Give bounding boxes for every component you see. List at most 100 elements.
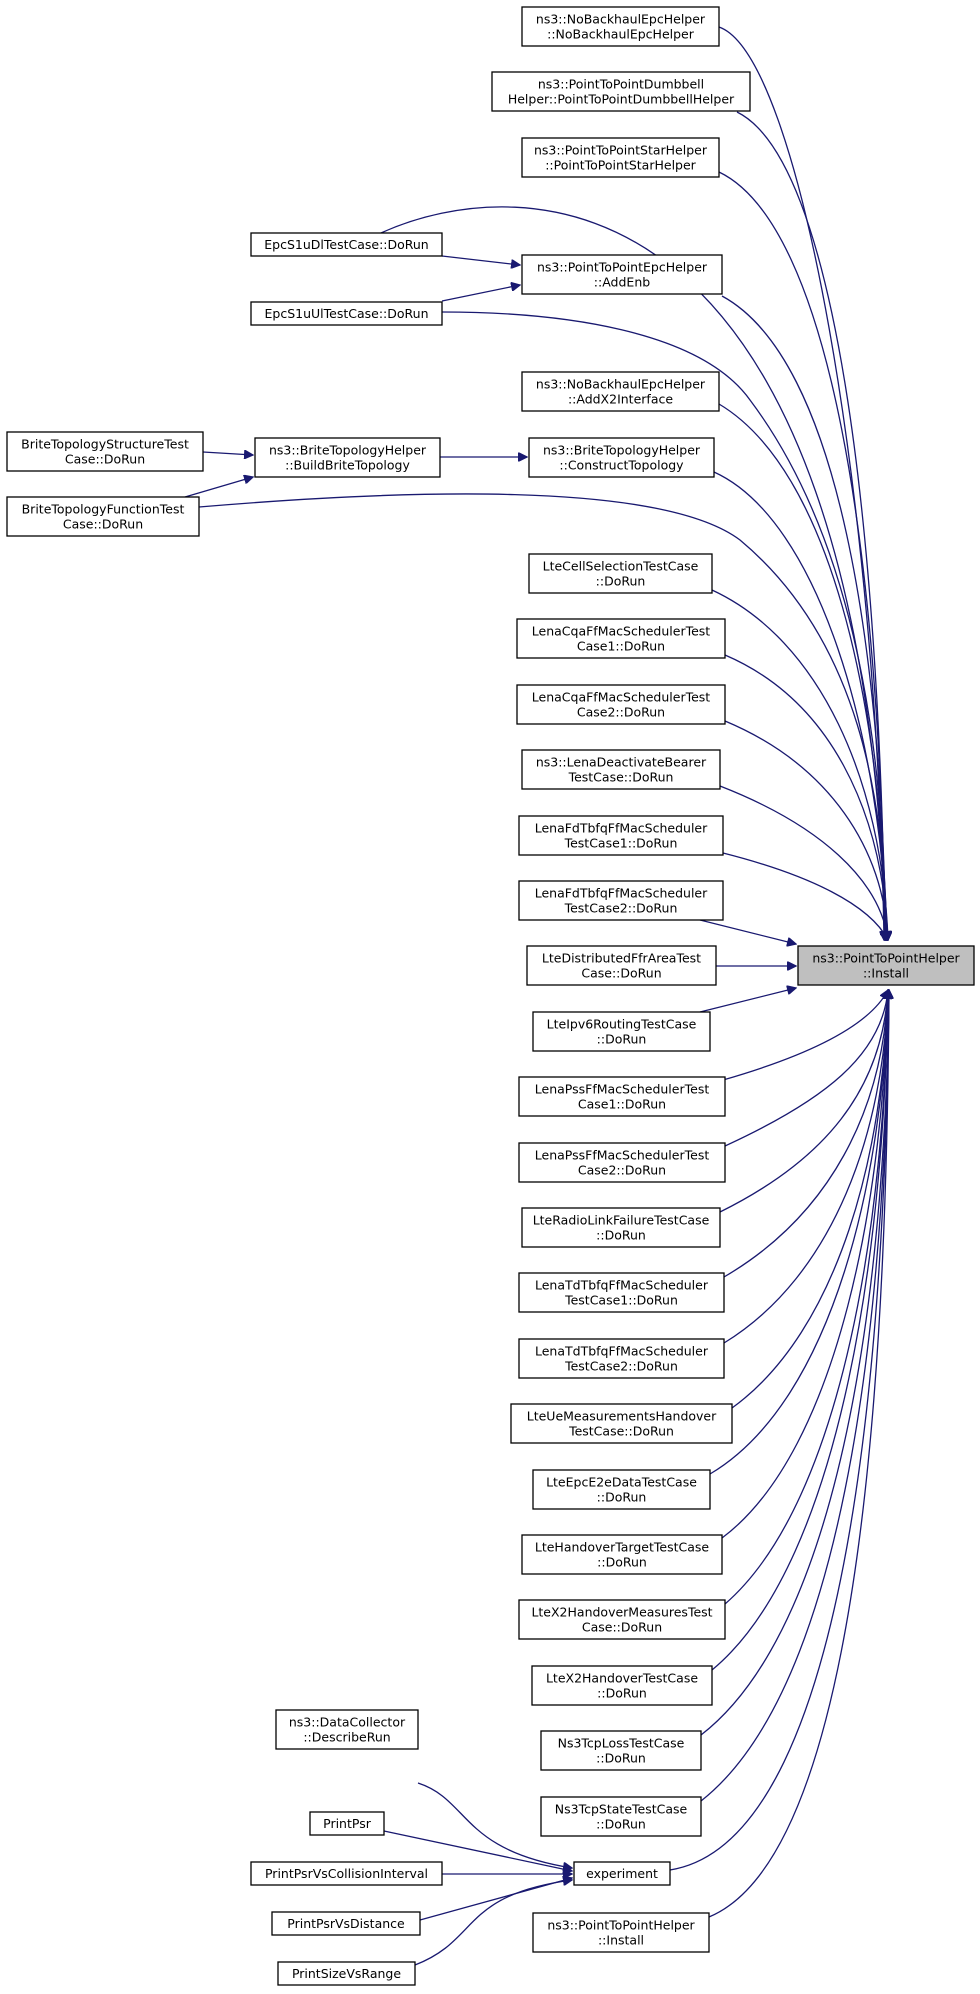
edge-fdtbfq2-to-target (699, 919, 796, 944)
edge-cqa2-to-target (724, 720, 888, 940)
node-label-line: ::BuildBriteTopology (285, 458, 410, 473)
node-label-line: LenaPssFfMacSchedulerTest (535, 1148, 710, 1163)
edge-line (417, 1782, 572, 1868)
node-box (518, 1599, 726, 1640)
node-brite-build[interactable]: ns3::BriteTopologyHelper::BuildBriteTopo… (254, 437, 441, 478)
node-label-line: LenaFdTbfqFfMacScheduler (535, 821, 708, 836)
node-hotarget[interactable]: LteHandoverTargetTestCase::DoRun (521, 1534, 723, 1575)
edge-line (700, 990, 889, 1802)
node-tcploss[interactable]: Ns3TcpLossTestCase::DoRun (540, 1730, 702, 1771)
node-label-line: LenaCqaFfMacSchedulerTest (532, 690, 711, 705)
edge-fdtbfq1-to-target (722, 852, 888, 940)
node-label-line: BriteTopologyFunctionTest (22, 502, 185, 517)
edge-cellsel-to-target (711, 589, 888, 940)
node-box (521, 1207, 721, 1248)
node-epc-dl[interactable]: EpcS1uDlTestCase::DoRun (250, 232, 443, 257)
node-box (528, 553, 713, 594)
node-x2ho[interactable]: LteX2HandoverTestCase::DoRun (531, 1665, 713, 1706)
node-label-line: ::DoRun (596, 1817, 646, 1832)
node-datacoll[interactable]: ns3::DataCollector::DescribeRun (275, 1709, 419, 1750)
node-dumbbell[interactable]: ns3::PointToPointDumbbellHelper::PointTo… (491, 71, 751, 112)
node-box (516, 618, 726, 659)
node-p2p-install2[interactable]: ns3::PointToPointHelper::Install (532, 1912, 710, 1953)
edge-line (718, 403, 887, 940)
edge-line (441, 311, 886, 940)
node-box (518, 1272, 725, 1313)
node-epce2e[interactable]: LteEpcE2eDataTestCase::DoRun (532, 1469, 711, 1510)
node-epc-ul[interactable]: EpcS1uUlTestCase::DoRun (250, 301, 443, 326)
node-noback-ctor[interactable]: ns3::NoBackhaulEpcHelper::NoBackhaulEpcH… (521, 6, 720, 47)
node-experiment[interactable]: experiment (573, 1861, 671, 1886)
edge-line (722, 852, 888, 940)
node-addx2[interactable]: ns3::NoBackhaulEpcHelper::AddX2Interface (521, 371, 720, 412)
node-label-line: BriteTopologyStructureTest (21, 437, 189, 452)
node-label-line: LteIpv6RoutingTestCase (547, 1017, 697, 1032)
node-label-line: LteX2HandoverTestCase (546, 1671, 698, 1686)
node-star[interactable]: ns3::PointToPointStarHelper::PointToPoin… (521, 137, 720, 178)
node-label-line: Case2::DoRun (578, 1163, 666, 1178)
node-label-line: Case2::DoRun (577, 705, 665, 720)
node-label-line: TestCase1::DoRun (564, 836, 678, 851)
node-label-line: ns3::NoBackhaulEpcHelper (536, 12, 706, 27)
edge-line (711, 589, 888, 940)
edge-rlf-to-target (719, 990, 888, 1213)
node-printsize[interactable]: PrintSizeVsRange (277, 1961, 416, 1986)
node-label-line: Helper::PointToPointDumbbellHelper (508, 92, 735, 107)
node-label-line: Ns3TcpStateTestCase (555, 1802, 688, 1817)
node-printpsrcoll[interactable]: PrintPsrVsCollisionInterval (250, 1861, 443, 1886)
node-box (521, 254, 723, 295)
node-tcpstate[interactable]: Ns3TcpStateTestCase::DoRun (540, 1796, 702, 1837)
node-label-line: ::PointToPointStarHelper (545, 158, 696, 173)
node-brite-construct[interactable]: ns3::BriteTopologyHelper::ConstructTopol… (528, 437, 715, 478)
edge-line (441, 255, 520, 265)
node-printpsr[interactable]: PrintPsr (309, 1811, 385, 1836)
edge-line (184, 477, 253, 498)
edge-line (414, 1880, 572, 1966)
node-focus-install[interactable]: ns3::PointToPointHelper::Install (797, 945, 975, 986)
node-addenb[interactable]: ns3::PointToPointEpcHelper::AddEnb (521, 254, 723, 295)
node-label-line: EpcS1uUlTestCase::DoRun (264, 306, 428, 321)
node-box (250, 301, 443, 326)
node-label-line: TestCase::DoRun (568, 1424, 674, 1439)
edge-brite_func-to-brite_build (184, 477, 253, 498)
edge-epc_dl-to-addenb (441, 255, 520, 265)
node-label-line: ::DoRun (597, 1490, 647, 1505)
node-label-line: ns3::BriteTopologyHelper (269, 443, 427, 458)
edge-line (700, 990, 889, 1736)
edge-line (721, 990, 888, 1539)
node-cellsel[interactable]: LteCellSelectionTestCase::DoRun (528, 553, 713, 594)
edge-x2ho-to-target (711, 990, 888, 1671)
node-label-line: EpcS1uDlTestCase::DoRun (264, 237, 428, 252)
node-label-line: ::AddEnb (594, 275, 650, 290)
edge-line (669, 990, 889, 1871)
edge-line (711, 990, 888, 1671)
edge-line (731, 990, 888, 1409)
edge-ipv6-to-target (699, 988, 796, 1013)
node-ipv6[interactable]: LteIpv6RoutingTestCase::DoRun (532, 1011, 711, 1052)
edge-line (722, 990, 888, 1081)
node-printpsrdist[interactable]: PrintPsrVsDistance (271, 1911, 421, 1936)
node-box (518, 880, 724, 921)
edge-line (719, 785, 888, 940)
node-label-line: ::DoRun (597, 1686, 647, 1701)
node-box (531, 1665, 713, 1706)
node-box (271, 1911, 421, 1936)
node-box (250, 232, 443, 257)
node-rlf[interactable]: LteRadioLinkFailureTestCase::DoRun (521, 1207, 721, 1248)
node-label-line: experiment (586, 1866, 658, 1881)
node-box (526, 945, 717, 986)
